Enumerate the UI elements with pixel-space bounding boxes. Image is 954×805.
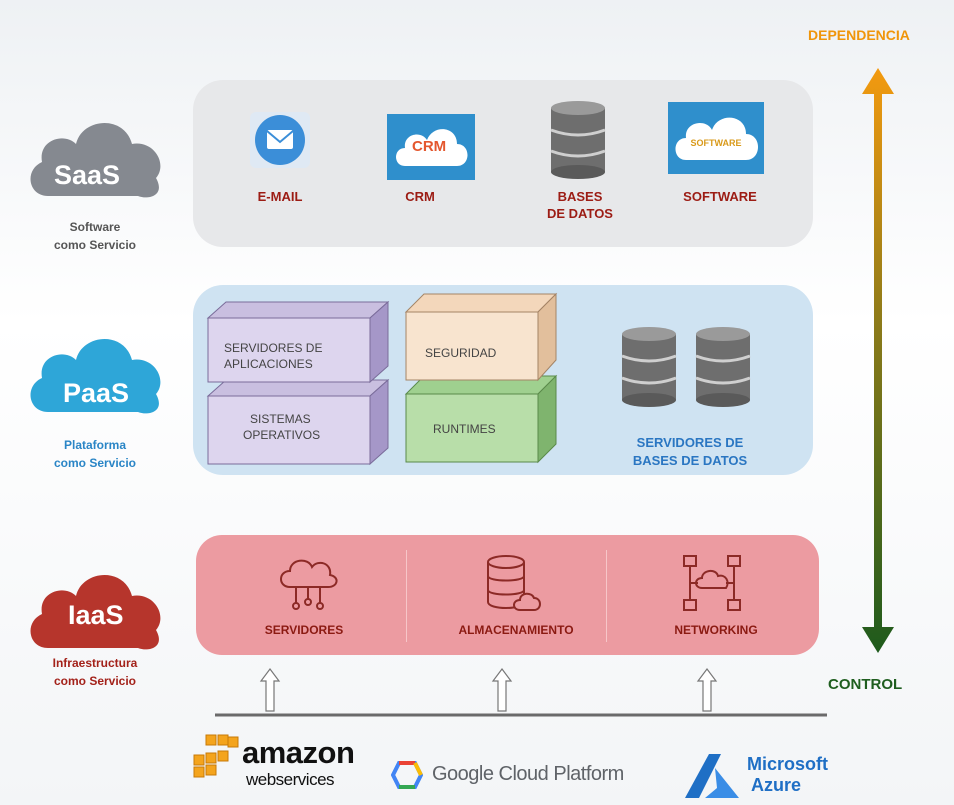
software-cloud-icon: SOFTWARE — [668, 102, 764, 174]
aws-cubes-icon — [193, 734, 239, 778]
paas-cloud-text: PaaS — [63, 378, 130, 408]
crm-badge: CRM — [412, 138, 447, 155]
google-cloud-logo-text: Google Cloud Platform — [432, 763, 624, 785]
support-arrows — [215, 668, 827, 717]
google-cloud-icon — [391, 761, 423, 789]
azure-logo-line2: Azure — [751, 775, 802, 795]
saas-cloud-icon — [30, 122, 161, 198]
iaas-divider-1 — [406, 550, 407, 642]
cloud-circuit-icon — [280, 559, 338, 610]
azure-logo-line1: Microsoft — [747, 754, 828, 774]
app-servers-label-2: APLICACIONES — [224, 357, 313, 371]
saas-item-software: SOFTWARE — [683, 189, 757, 204]
db-servers-label-1: SERVIDORES DE — [636, 435, 744, 450]
iaas-item-networking: NETWORKING — [674, 623, 758, 637]
db-server-icon-1 — [621, 327, 677, 407]
paas-subtitle-2: como Servicio — [53, 456, 137, 470]
runtimes-label: RUNTIMES — [433, 422, 496, 436]
database-icon — [548, 100, 608, 180]
iaas-subtitle-2: como Servicio — [53, 674, 137, 688]
crm-cloud-icon: CRM — [387, 114, 475, 180]
paas-cloud-icon — [30, 338, 161, 414]
os-label-1: SISTEMAS — [250, 412, 311, 426]
aws-logo-main: amazon — [242, 735, 355, 770]
control-label: CONTROL — [828, 676, 903, 693]
azure-icon — [685, 754, 739, 798]
paas-stack-left — [206, 300, 390, 466]
mail-icon — [250, 112, 310, 168]
os-label-2: OPERATIVOS — [243, 428, 321, 442]
security-label: SEGURIDAD — [425, 346, 497, 360]
iaas-subtitle-1: Infraestructura — [52, 656, 138, 670]
saas-item-databases-2: DE DATOS — [547, 206, 613, 221]
iaas-item-storage: ALMACENAMIENTO — [458, 623, 574, 637]
db-server-icon-2 — [695, 327, 751, 407]
dependency-control-arrow — [862, 68, 894, 653]
iaas-cloud-icon — [30, 574, 161, 650]
network-icon — [683, 555, 741, 611]
iaas-item-servers: SERVIDORES — [264, 623, 344, 637]
software-badge: SOFTWARE — [690, 138, 742, 148]
saas-item-crm: CRM — [405, 189, 435, 204]
app-servers-label-1: SERVIDORES DE — [224, 341, 323, 355]
iaas-divider-2 — [606, 550, 607, 642]
aws-logo-sub: webservices — [246, 770, 335, 789]
saas-cloud-text: SaaS — [54, 160, 121, 190]
db-servers-label-2: BASES DE DATOS — [632, 453, 748, 468]
storage-icon — [487, 555, 541, 611]
saas-item-databases-1: BASES — [557, 189, 603, 204]
saas-item-email: E-MAIL — [257, 189, 303, 204]
saas-subtitle-2: como Servicio — [53, 238, 137, 252]
paas-subtitle-1: Plataforma — [63, 438, 127, 452]
iaas-cloud-text: IaaS — [68, 600, 124, 630]
paas-stack-right — [404, 292, 558, 464]
saas-subtitle-1: Software — [69, 220, 121, 234]
dependency-label: DEPENDENCIA — [808, 27, 910, 43]
